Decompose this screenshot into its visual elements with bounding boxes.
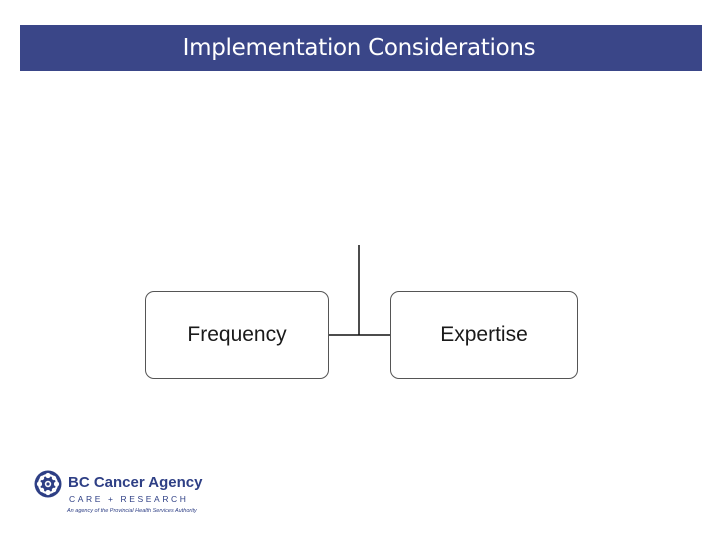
diagram-node-frequency: Frequency (145, 291, 329, 379)
slide-title: Implementation Considerations (182, 35, 536, 61)
title-bar: Implementation Considerations (20, 25, 702, 71)
diagram-node-expertise: Expertise (390, 291, 578, 379)
bc-cancer-agency-emblem-icon (34, 470, 62, 498)
logo-name: BC Cancer Agency (68, 474, 203, 491)
bc-cancer-agency-logo: BC Cancer Agency CARE + RESEARCH An agen… (30, 466, 230, 520)
node-label-expertise: Expertise (440, 323, 528, 346)
logo-tagline: An agency of the Provincial Health Servi… (67, 508, 197, 514)
logo-subtitle: CARE + RESEARCH (69, 494, 189, 504)
node-label-frequency: Frequency (187, 323, 287, 346)
